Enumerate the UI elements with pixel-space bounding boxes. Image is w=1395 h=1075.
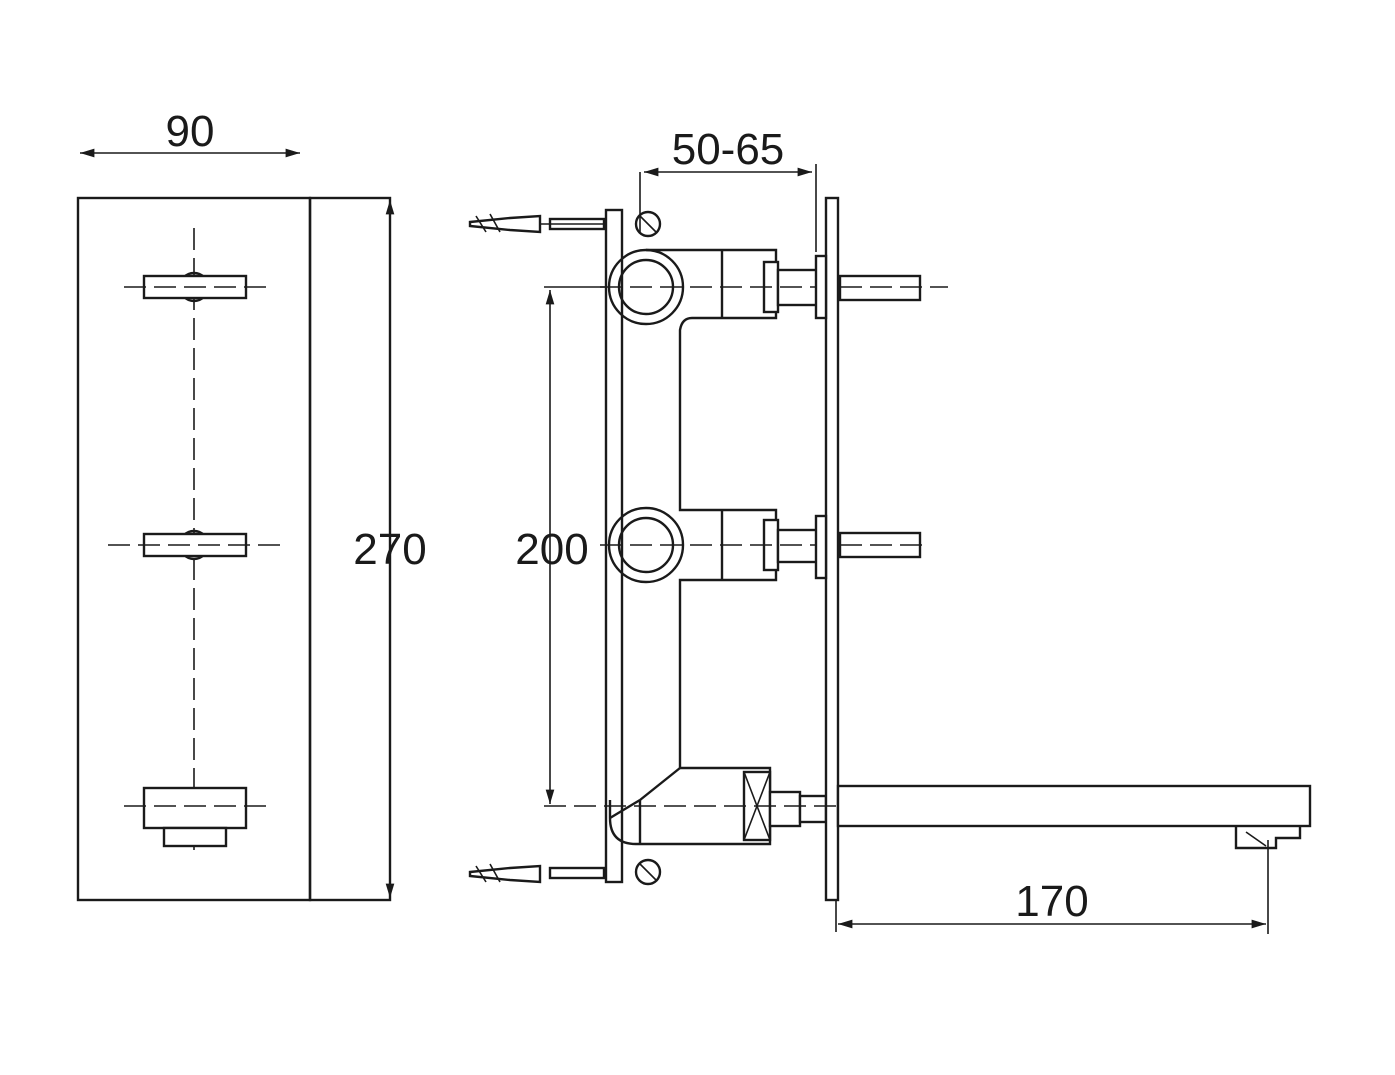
wall-cover-plate — [824, 196, 840, 902]
spacing-dimension-label: 50-65 — [672, 125, 785, 174]
valve-body-outline — [608, 248, 778, 846]
centers-dimension-label: 200 — [515, 525, 588, 574]
front-handle-middle — [108, 529, 280, 561]
side-valve-middle — [600, 506, 930, 584]
width-dimension-label: 90 — [166, 107, 215, 156]
spout — [544, 784, 1312, 850]
reach-dimension-label: 170 — [1015, 877, 1088, 926]
side-view: 50-65 200 170 — [468, 125, 1312, 934]
front-handle-top — [124, 271, 266, 303]
front-spout-outlet — [124, 786, 266, 848]
wall-anchor-bottom — [468, 858, 662, 886]
height-dimension-label: 270 — [353, 525, 426, 574]
wall-anchor-top — [468, 210, 662, 238]
side-valve-top — [600, 248, 948, 326]
front-view: 90 270 — [76, 107, 427, 902]
mounting-bracket — [604, 208, 624, 884]
